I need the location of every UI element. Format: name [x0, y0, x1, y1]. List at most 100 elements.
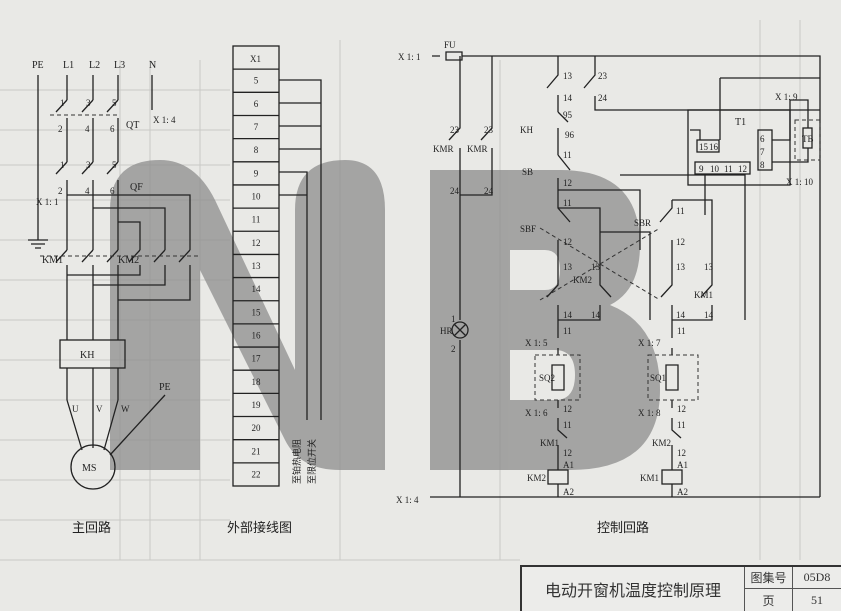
diagram-label: V	[96, 404, 103, 414]
terminal-number: 9	[254, 168, 259, 178]
diagram-label: 4	[85, 186, 90, 196]
diagram-label: 11	[563, 198, 572, 208]
diagram-label: 24	[450, 186, 460, 196]
diagram-label: 1	[60, 160, 65, 170]
label-n: N	[149, 60, 156, 71]
diagram-label: 13	[591, 262, 601, 272]
diagram-label: 13	[563, 71, 573, 81]
terminal-number: 18	[252, 377, 262, 387]
diagram-label: A2	[563, 487, 574, 497]
diagram-label: SB	[522, 167, 533, 177]
page-number: 51	[792, 589, 841, 611]
diagram-label: 3	[86, 160, 91, 170]
terminal-number: 20	[252, 423, 262, 433]
diagram-label: 11	[563, 150, 572, 160]
diagram-label: X 1: 6	[525, 408, 548, 418]
diagram-label: X 1: 10	[786, 177, 814, 187]
diagram-label: A1	[677, 460, 688, 470]
diagram-label: 13	[676, 262, 686, 272]
diagram-label: KM2	[573, 275, 592, 285]
diagram-label: KM2	[527, 473, 546, 483]
diagram-label: 12	[563, 448, 572, 458]
terminal-number: 10	[252, 192, 262, 202]
diagram-label: 12	[677, 448, 686, 458]
diagram-label: TB	[802, 134, 814, 144]
diagram-label: U	[72, 404, 79, 414]
diagram-label: 11	[676, 206, 685, 216]
terminal-number: 12	[252, 238, 261, 248]
diagram-label: 24	[598, 93, 608, 103]
diagram-label: W	[121, 404, 130, 414]
diagram-label: X 1: 7	[638, 338, 661, 348]
diagram-label: 11	[677, 326, 686, 336]
diagram-label: 8	[760, 160, 765, 170]
control-circuit-title: 控制回路	[597, 520, 649, 536]
diagram-label: X 1: 5	[525, 338, 548, 348]
diagram-label: 2	[451, 344, 456, 354]
label-l1: L1	[63, 60, 74, 71]
diagram-label: KM1	[694, 290, 713, 300]
diagram-label: 13	[563, 262, 573, 272]
diagram-label: 24	[484, 186, 494, 196]
diagram-label: KMR	[433, 144, 454, 154]
diagram-label: KMR	[467, 144, 488, 154]
diagram-label: T1	[735, 117, 746, 128]
terminal-number: 16	[252, 330, 262, 340]
terminal-strip-title: 外部接线图	[227, 520, 292, 536]
terminal-number: 15	[252, 307, 262, 317]
terminal-header: X1	[250, 54, 261, 64]
diagram-label: 7	[760, 147, 765, 157]
diagram-label: 11	[563, 420, 572, 430]
terminal-number: 19	[252, 400, 262, 410]
label-qf: QF	[130, 182, 143, 193]
terminal-number: 21	[252, 446, 261, 456]
diagram-label: 10	[710, 164, 720, 174]
diagram-label: 95	[563, 110, 573, 120]
label-km1: KM1	[42, 255, 63, 266]
terminal-number: 13	[252, 261, 262, 271]
diagram-label: 13	[704, 262, 714, 272]
diagram-label: 5	[112, 98, 117, 108]
diagram-label: HR	[440, 326, 453, 336]
diagram-label: X 1: 1	[398, 52, 421, 62]
diagram-label: 11	[724, 164, 733, 174]
label-l2: L2	[89, 60, 100, 71]
page-label: 页	[744, 589, 792, 611]
diagram-label: 1	[60, 98, 65, 108]
diagram-label: KM1	[540, 438, 559, 448]
atlas-number: 05D8	[792, 567, 841, 589]
terminal-number: 5	[254, 76, 259, 86]
terminal-number: 22	[252, 469, 261, 479]
diagram-label: KM2	[652, 438, 671, 448]
diagram-label: X 1: 9	[775, 92, 798, 102]
diagram-label: SBR	[634, 218, 651, 228]
terminal-number: 11	[252, 215, 261, 225]
diagram-label: 9	[699, 164, 704, 174]
diagram-label: X 1: 8	[638, 408, 661, 418]
diagram-label: 16	[709, 142, 719, 152]
note-rtd: 至铂热电阻	[291, 439, 302, 484]
diagram-label: 23	[450, 125, 460, 135]
diagram-label: 14	[563, 93, 573, 103]
diagram-label: 23	[484, 125, 494, 135]
motor-label: MS	[82, 463, 96, 474]
diagram-label: SQ2	[539, 373, 555, 383]
diagram-label: 6	[110, 124, 115, 134]
diagram-label: 12	[676, 237, 685, 247]
watermark-logo	[110, 160, 660, 470]
diagram-label: 12	[563, 178, 572, 188]
diagram-label: SQ1	[650, 373, 666, 383]
note-limit-switch: 至限位开关	[306, 439, 317, 484]
diagram-label: 14	[563, 310, 573, 320]
label-x1-4: X 1: 4	[153, 115, 176, 125]
diagram-label: A1	[563, 460, 574, 470]
diagram-label: 23	[598, 71, 608, 81]
diagram-label: KH	[520, 125, 533, 135]
diagram-label: KM1	[640, 473, 659, 483]
terminal-number: 8	[254, 145, 259, 155]
diagram-label: FU	[444, 40, 456, 50]
diagram-label: 12	[563, 404, 572, 414]
diagram-label: 11	[563, 326, 572, 336]
main-circuit-title: 主回路	[72, 520, 111, 536]
